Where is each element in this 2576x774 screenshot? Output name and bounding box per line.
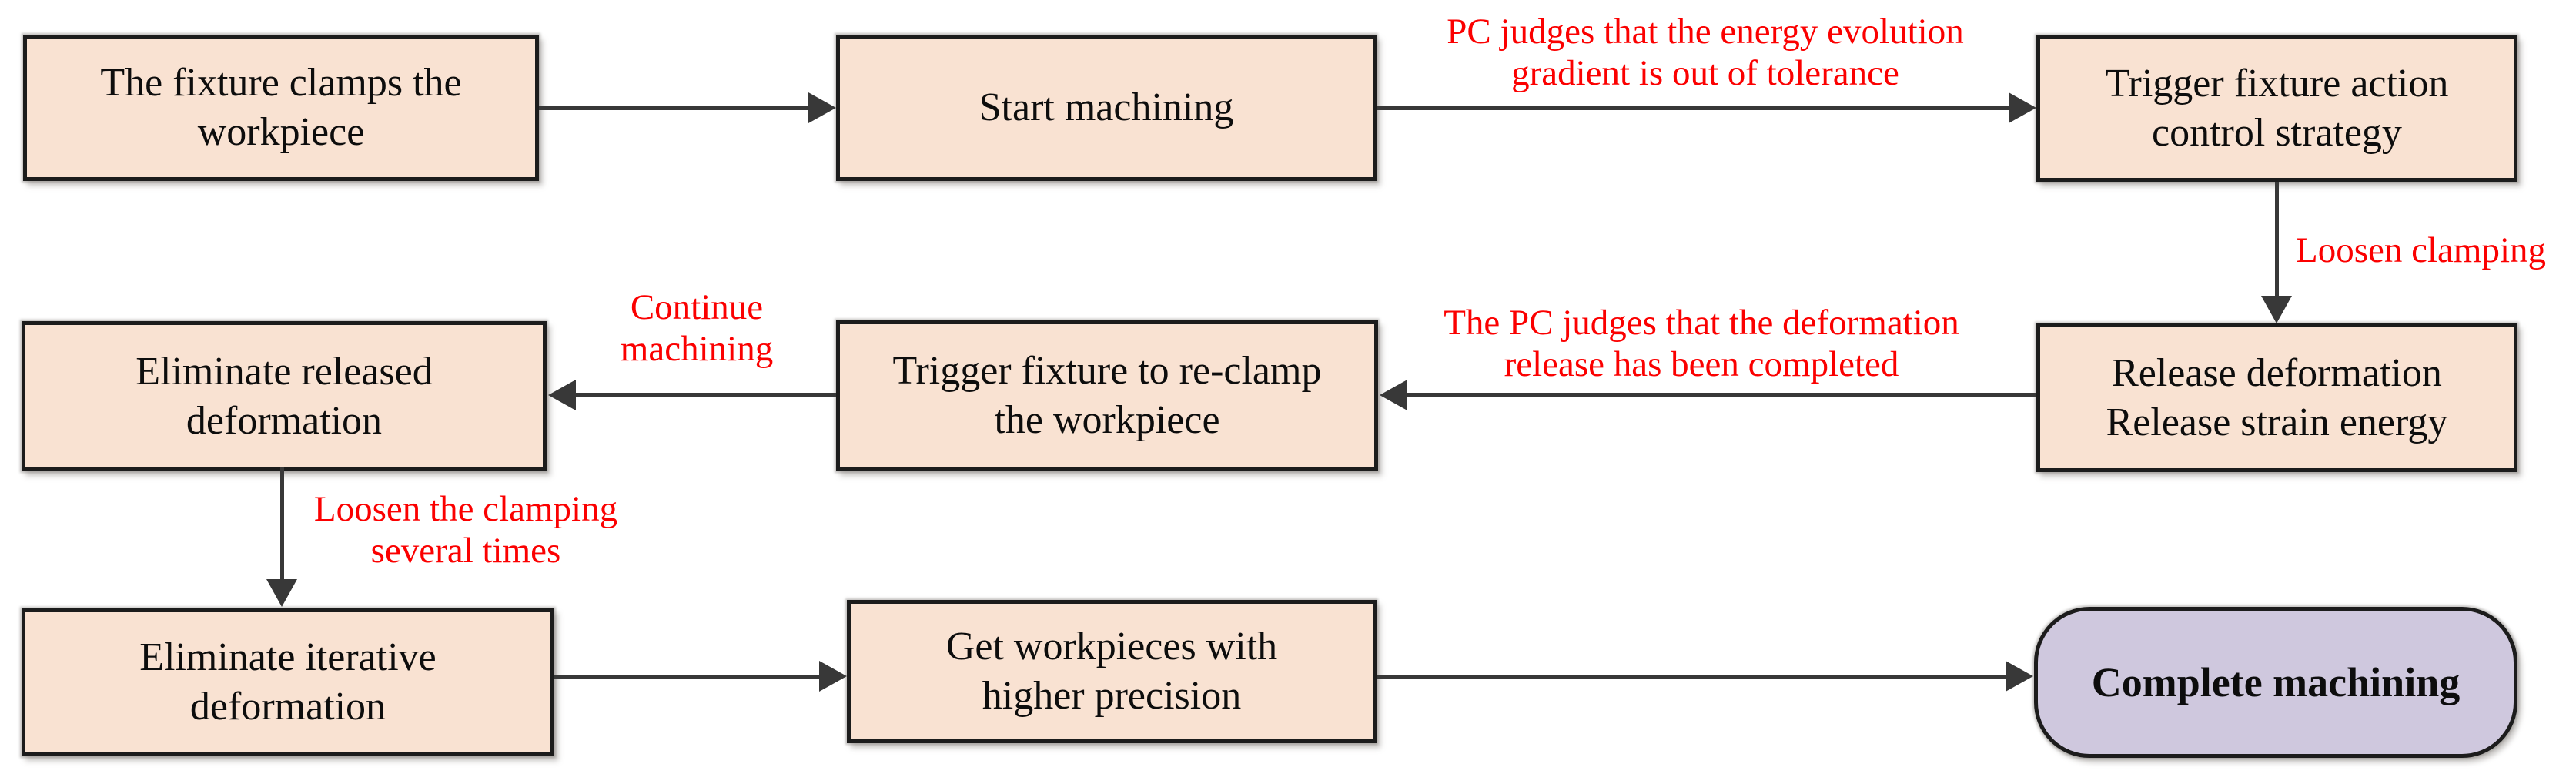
arrow-reclamp-to-eliminate-released-head-icon xyxy=(548,380,576,410)
edge-label-continue-machining: Continue machining xyxy=(620,287,774,369)
arrow-start-to-trigger-line xyxy=(1377,106,2010,110)
node-trigger-fixture-action-label: Trigger fixture action control strategy xyxy=(2105,62,2449,155)
node-start-machining: Start machining xyxy=(836,35,1377,181)
node-start-machining-label: Start machining xyxy=(979,85,1234,129)
node-reclamp-workpiece-label: Trigger fixture to re-clamp the workpiec… xyxy=(892,349,1322,442)
arrow-iterative-to-precision-line xyxy=(554,675,821,679)
node-release-deformation: Release deformation Release strain energ… xyxy=(2036,323,2517,472)
arrow-reclamp-to-eliminate-released-line xyxy=(576,393,836,397)
arrow-eliminate-released-to-iterative-head-icon xyxy=(266,579,297,607)
arrow-trigger-to-release-head-icon xyxy=(2261,296,2292,323)
node-get-workpieces-higher-precision-label: Get workpieces with higher precision xyxy=(945,625,1278,718)
node-trigger-fixture-action: Trigger fixture action control strategy xyxy=(2036,35,2517,182)
arrow-release-to-reclamp-line xyxy=(1406,393,2036,397)
node-fixture-clamps-workpiece: The fixture clamps the workpiece xyxy=(23,35,539,181)
edge-label-energy-gradient: PC judges that the energy evolution grad… xyxy=(1447,12,1964,93)
arrow-release-to-reclamp-head-icon xyxy=(1380,380,1407,410)
node-get-workpieces-higher-precision: Get workpieces with higher precision xyxy=(847,600,1377,743)
node-eliminate-iterative-deformation: Eliminate iterative deformation xyxy=(22,608,554,756)
arrow-start-to-trigger-head-icon xyxy=(2009,92,2036,123)
node-eliminate-released-deformation-label: Eliminate released deformation xyxy=(135,349,433,443)
node-release-deformation-label: Release deformation Release strain energ… xyxy=(2106,350,2448,444)
edge-label-loosen-clamping: Loosen clamping xyxy=(2296,230,2547,270)
arrow-iterative-to-precision-head-icon xyxy=(819,661,847,692)
arrow-precision-to-complete-line xyxy=(1377,675,2007,679)
arrow-precision-to-complete-head-icon xyxy=(2006,661,2033,692)
edge-label-loosen-several-times: Loosen the clamping several times xyxy=(313,489,618,571)
edge-label-deformation-complete: The PC judges that the deformation relea… xyxy=(1444,303,1959,384)
node-fixture-clamps-workpiece-label: The fixture clamps the workpiece xyxy=(100,61,462,154)
node-complete-machining-label: Complete machining xyxy=(2091,659,2461,705)
node-complete-machining: Complete machining xyxy=(2034,607,2517,758)
node-reclamp-workpiece: Trigger fixture to re-clamp the workpiec… xyxy=(836,320,1378,471)
arrow-eliminate-released-to-iterative-line xyxy=(280,467,284,579)
arrow-clamp-to-start-head-icon xyxy=(808,92,836,123)
node-eliminate-iterative-deformation-label: Eliminate iterative deformation xyxy=(139,635,437,729)
arrow-clamp-to-start-line xyxy=(539,106,810,110)
arrow-trigger-to-release-line xyxy=(2275,182,2279,296)
node-eliminate-released-deformation: Eliminate released deformation xyxy=(22,321,547,471)
